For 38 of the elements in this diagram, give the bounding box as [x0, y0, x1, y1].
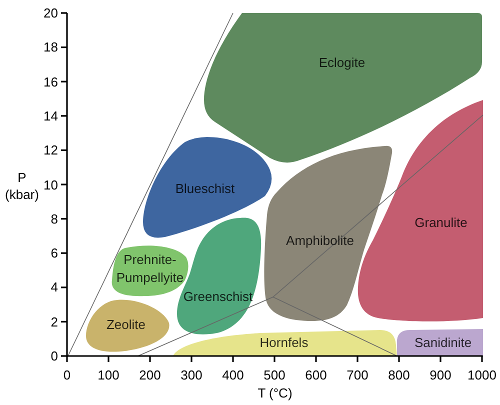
axis-title: P (kbar) [4, 169, 40, 203]
tick-label: 18 [44, 38, 58, 56]
facies-region [357, 99, 483, 323]
tick-label: 2 [50, 313, 58, 330]
tick-label: 200 [139, 366, 161, 384]
tick-label: 500 [264, 366, 286, 384]
tick-label: 100 [98, 366, 120, 384]
tick-label: 8 [50, 210, 58, 228]
axis-title: T (°C) [258, 384, 292, 402]
region-label: Blueschist [175, 180, 235, 198]
tick-label: 300 [180, 366, 202, 384]
tick-label: 6 [50, 244, 58, 262]
tick-label: 20 [44, 4, 58, 22]
tick-label: 1000 [468, 366, 496, 384]
region-label: Greenschist [183, 288, 253, 306]
tick-label: 600 [305, 366, 327, 384]
tick-label: 900 [430, 366, 452, 384]
tick-label: 0 [50, 348, 58, 364]
tick-label: 700 [346, 366, 368, 384]
region-label: Zeolite [106, 316, 146, 334]
tick-label: 14 [44, 107, 58, 124]
region-label: Hornfels [260, 334, 308, 352]
facies-region [173, 329, 397, 356]
tick-label: 400 [222, 366, 244, 384]
tick-label: 16 [44, 73, 58, 90]
facies-region [397, 329, 483, 356]
region-label: Granulite [414, 214, 468, 232]
region-label: Eclogite [318, 54, 366, 72]
region-label: Prehnite-Pumpellyite [115, 251, 185, 287]
region-label: Sanidinite [414, 334, 472, 352]
tick-label: 10 [44, 176, 58, 193]
tick-label: 0 [63, 366, 71, 384]
facies-region [85, 298, 171, 354]
tick-label: 4 [50, 278, 58, 296]
region-label: Amphibolite [286, 232, 354, 250]
tick-label: 800 [388, 366, 410, 384]
facies-region [262, 144, 393, 322]
tick-label: 12 [44, 142, 58, 159]
